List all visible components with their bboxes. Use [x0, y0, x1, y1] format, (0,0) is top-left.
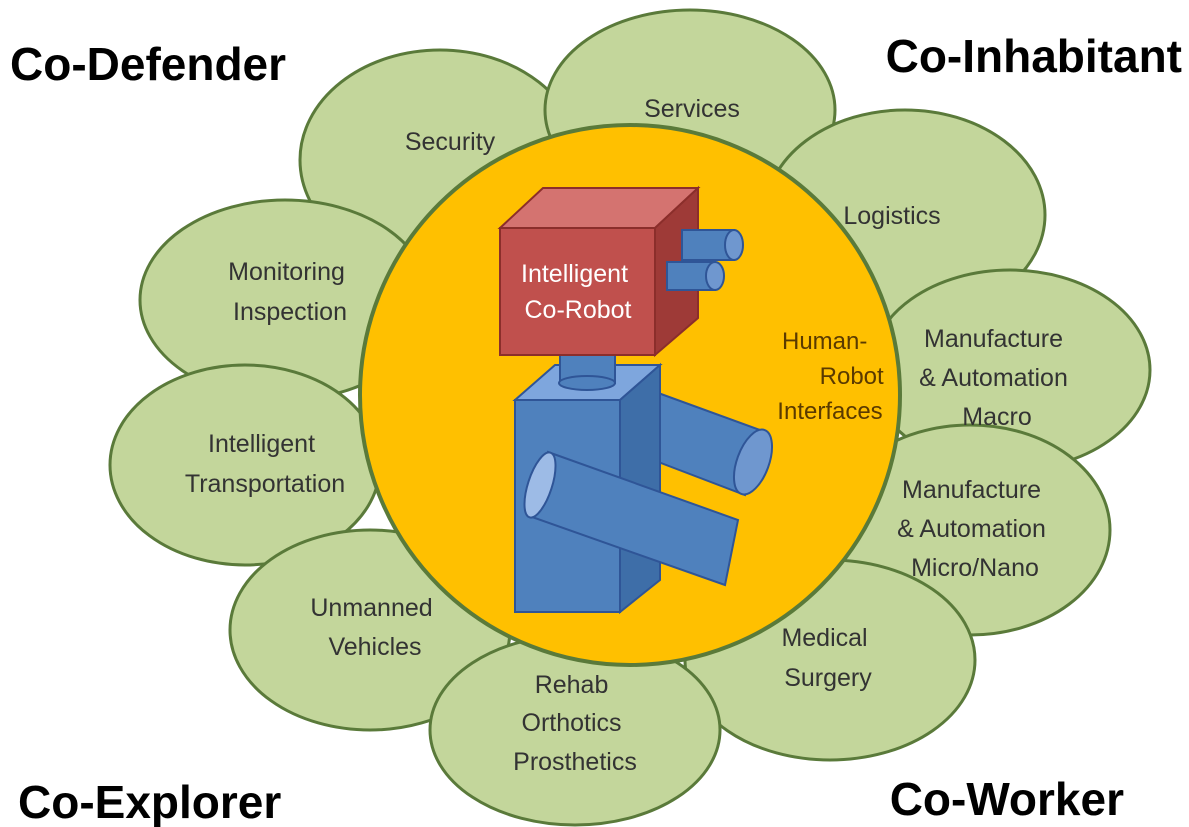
interfaces-label: Human- Robot Interfaces — [777, 328, 890, 425]
petal-label-macro: Manufacture & Automation Macro — [919, 325, 1075, 431]
petal-label-micro: Manufacture & Automation Micro/Nano — [897, 476, 1053, 582]
corner-label-co-inhabitant: Co-Inhabitant — [886, 30, 1182, 82]
petal-label-monitoring: Monitoring Inspection — [228, 258, 352, 326]
petal-label-security: Security — [405, 128, 496, 156]
petal-label-services: Services — [644, 95, 740, 123]
corner-label-co-explorer: Co-Explorer — [18, 776, 281, 827]
corner-label-co-worker: Co-Worker — [890, 773, 1124, 825]
petal-label-transportation: Intelligent Transportation — [185, 430, 345, 498]
petal-label-rehab: Rehab Orthotics Prosthetics — [513, 671, 637, 776]
petal-label-logistics: Logistics — [843, 202, 940, 230]
corner-label-co-defender: Co-Defender — [10, 38, 286, 90]
robot-head — [497, 185, 701, 358]
robot-eyes — [666, 229, 744, 291]
robot-illustration — [497, 185, 774, 615]
petal-label-unmanned: Unmanned Vehicles — [310, 594, 439, 661]
robot-arm-front — [523, 450, 740, 587]
robot-label: Intelligent Co-Robot — [521, 260, 635, 324]
petal-label-medical: Medical Surgery — [781, 624, 874, 692]
